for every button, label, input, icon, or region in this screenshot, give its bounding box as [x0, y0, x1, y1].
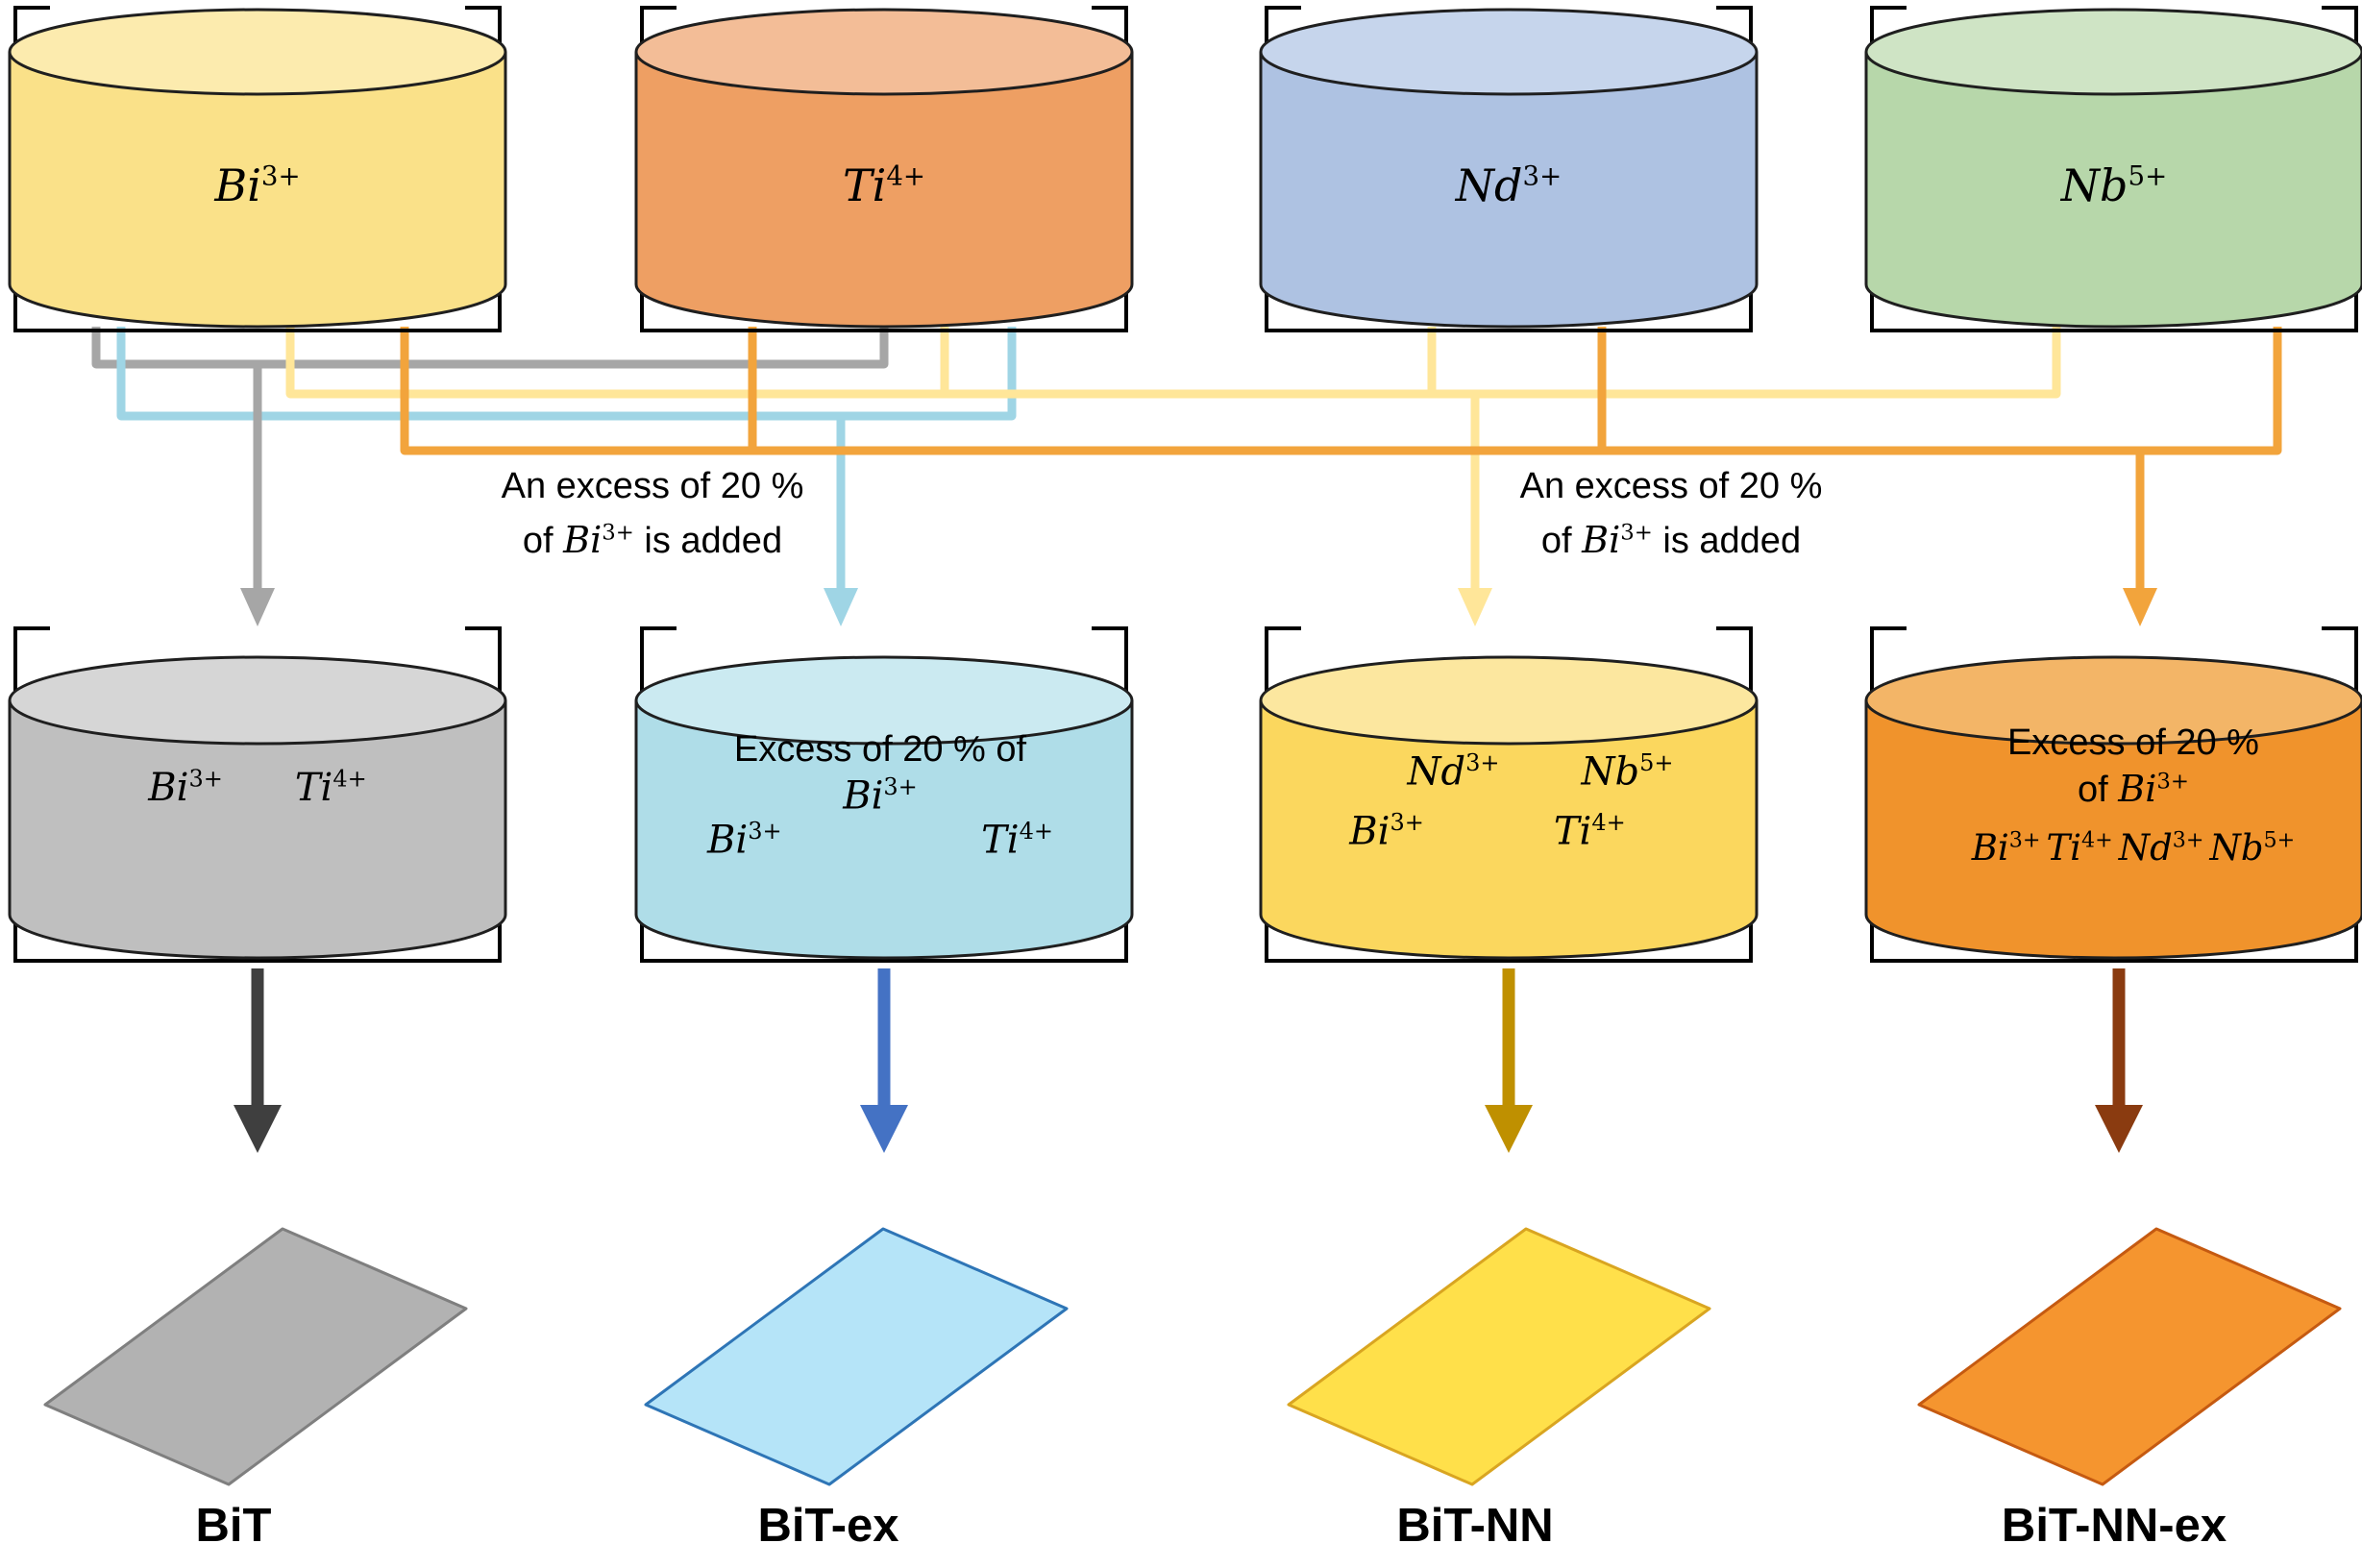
beaker-vessel — [1870, 626, 2358, 963]
mixing-beaker-bit — [8, 626, 507, 963]
route-bit-ex-drop — [824, 416, 858, 626]
excess-header-ion: Bi3+ — [843, 772, 918, 819]
arrowhead-icon — [2095, 1105, 2143, 1153]
excess-header-line2: of Bi3+ — [2078, 767, 2189, 810]
route-bit-nn-arrowhead-icon — [1458, 588, 1492, 626]
source-beaker-nd — [1259, 6, 1759, 332]
excess-header: Excess of 20 % — [2007, 723, 2259, 763]
solution-body — [8, 52, 507, 329]
beaker-vessel — [13, 6, 502, 332]
annotation-excess-bi-left: An excess of 20 % of Bi3+ is added — [502, 459, 804, 568]
solution-surface — [1259, 655, 1759, 746]
beaker-vessel — [1265, 6, 1753, 332]
source-beaker-nb — [1864, 6, 2362, 332]
annotation-excess-bi-right: An excess of 20 % of Bi3+ is added — [1520, 459, 1823, 568]
mixing-beaker-bit-ex — [634, 626, 1134, 963]
solution-surface — [1864, 8, 2362, 96]
mixing-beaker-bit-nn — [1259, 626, 1759, 963]
solution-body — [1259, 52, 1759, 329]
route-bit-ex-bus — [116, 327, 1017, 421]
route-bit-nn-drop — [1458, 394, 1492, 626]
route-bit-drop — [240, 364, 275, 626]
excess-header: Excess of 20 % of — [733, 729, 1027, 770]
product-label-bit-ex: BiT-ex — [757, 1500, 899, 1552]
route-bit-nn — [285, 327, 2061, 399]
route-bit-ex — [116, 327, 1017, 421]
mix-ions-row-1: Nd3+ Nb5+ — [1407, 749, 1674, 795]
mix-bit-ions: Bi3+Ti4+ — [148, 766, 367, 811]
mix-bit-nn-ex-text: Excess of 20 % of Bi3+ Bi3+ Ti4+ Nd3+ Nb… — [1883, 721, 2362, 869]
product-label-bit-nn: BiT-NN — [1396, 1500, 1554, 1552]
solution-surface — [1259, 8, 1759, 96]
route-bit-nn-ex-arrowhead-icon — [2123, 588, 2157, 626]
solution-body — [634, 52, 1134, 329]
beaker-vessel — [640, 6, 1128, 332]
mix-bit-nn-text: Nd3+ Nb5+ Bi3+ Ti4+ — [1286, 749, 1747, 854]
film-bit — [43, 1227, 468, 1486]
solution-body — [634, 700, 1134, 960]
solution-body — [1259, 700, 1759, 960]
source-label-nb: Nb5+ — [2060, 159, 2168, 211]
deposition-arrow-bit-ex — [860, 968, 908, 1153]
mixing-beaker-bit-nn-ex — [1864, 626, 2362, 963]
product-label-bit: BiT — [195, 1500, 272, 1552]
product-label-bit-nn-ex: BiT-NN-ex — [2001, 1500, 2227, 1552]
solution-surface — [634, 655, 1134, 746]
beaker-vessel — [13, 626, 502, 963]
deposition-arrow-bit — [234, 968, 282, 1153]
arrowhead-icon — [860, 1105, 908, 1153]
mix-ions-row: Bi3+ Ti4+ — [707, 818, 1053, 863]
deposition-arrow-bit-nn — [1485, 968, 1533, 1153]
mix-ions-row-2: Bi3+ Ti4+ — [1349, 809, 1626, 854]
film-bit-ex — [644, 1227, 1069, 1486]
route-bit-ex-arrowhead-icon — [824, 588, 858, 626]
annotation-line2: of Bi3+ is added — [522, 519, 783, 562]
route-bit-nn-ex-bus — [400, 327, 2282, 455]
solution-surface — [1864, 655, 2362, 746]
solution-surface — [8, 8, 507, 96]
solution-body — [1864, 700, 2362, 960]
beaker-vessel — [1870, 6, 2358, 332]
route-bit-nn-bus — [285, 327, 2061, 399]
source-label-ti: Ti4+ — [842, 159, 926, 211]
solution-surface — [8, 655, 507, 746]
route-bit-arrowhead-icon — [240, 588, 275, 626]
source-beaker-bi — [8, 6, 507, 332]
route-bit-nn-ex-drop — [2123, 451, 2157, 626]
deposition-arrow-bit-nn-ex — [2095, 968, 2143, 1153]
mix-ions-row: Bi3+ Ti4+ Nd3+ Nb5+ — [1971, 826, 2296, 869]
source-label-bi: Bi3+ — [214, 159, 301, 211]
route-bit-bus — [91, 327, 889, 369]
arrowhead-icon — [1485, 1105, 1533, 1153]
film-bit-nn — [1287, 1227, 1711, 1486]
route-bit-nn-ex — [400, 327, 2282, 455]
source-label-nd: Nd3+ — [1455, 159, 1562, 211]
mix-bit-ex-text: Excess of 20 % of Bi3+ Bi3+ Ti4+ — [640, 727, 1120, 863]
solution-body — [8, 700, 507, 960]
beaker-vessel — [640, 626, 1128, 963]
solution-body — [1864, 52, 2362, 329]
arrowhead-icon — [234, 1105, 282, 1153]
annotation-line2: of Bi3+ is added — [1540, 519, 1802, 562]
annotation-line1: An excess of 20 % — [1519, 466, 1823, 506]
source-beaker-ti — [634, 6, 1134, 332]
route-bit — [91, 327, 889, 369]
film-bit-nn-ex — [1917, 1227, 2342, 1486]
beaker-vessel — [1265, 626, 1753, 963]
annotation-line1: An excess of 20 % — [501, 466, 804, 506]
solution-surface — [634, 8, 1134, 96]
